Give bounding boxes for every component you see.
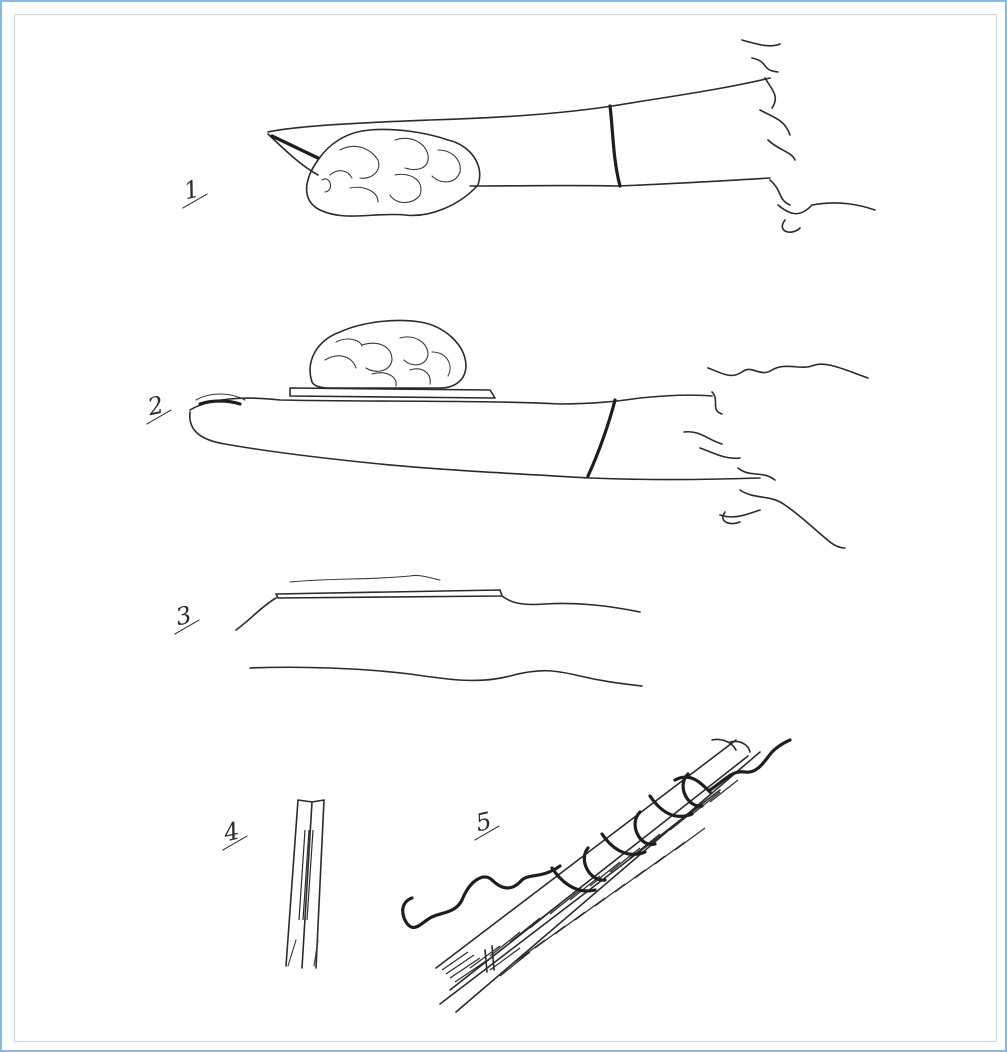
sketch-section-3: [236, 575, 642, 686]
sketch-finger-2: [190, 320, 868, 548]
sketch-strip-4: [286, 800, 324, 968]
sketch-bundle-5: [403, 739, 790, 1012]
sketch-finger-1: [268, 40, 875, 232]
